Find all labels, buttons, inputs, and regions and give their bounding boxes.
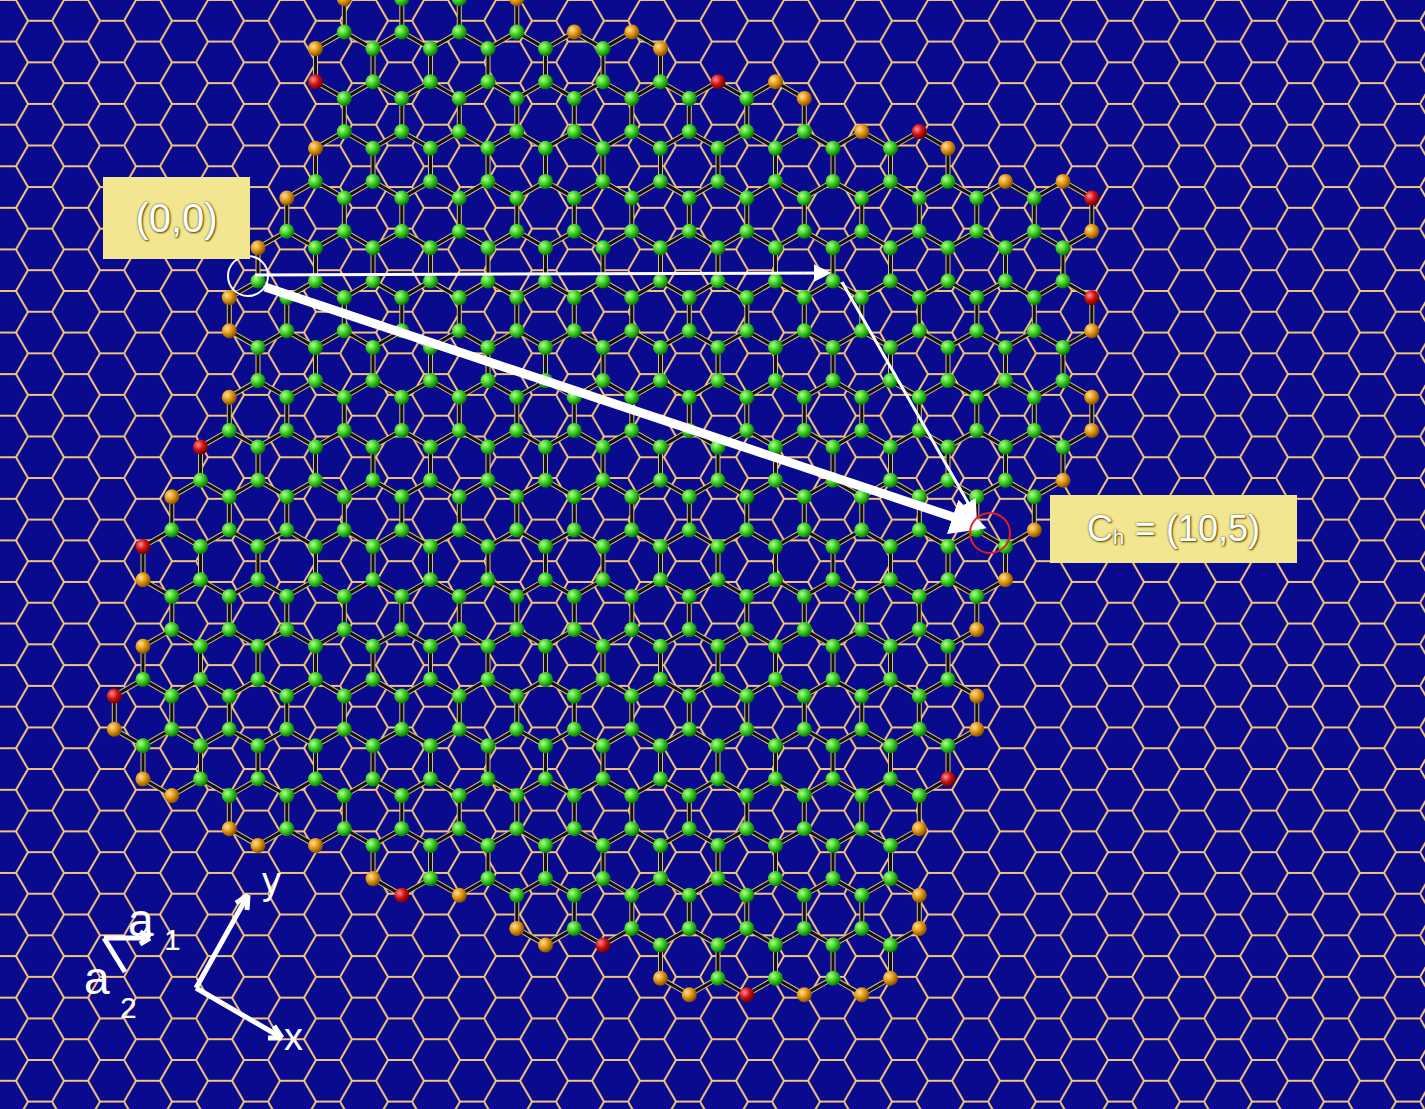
label-box: Ch = (10,5) xyxy=(1050,495,1297,563)
axis-label: x xyxy=(284,1018,303,1056)
label-box: (0,0) xyxy=(103,177,250,259)
vector-name: a xyxy=(128,897,154,943)
graphene-flake xyxy=(107,0,1100,1002)
vector-name: a xyxy=(84,955,110,1001)
chiral-subscript: h xyxy=(1113,526,1124,549)
atoms xyxy=(107,0,1100,1002)
chiral-vectors xyxy=(228,256,1010,553)
axis-label: y xyxy=(262,862,281,900)
chiral-symbol: C xyxy=(1087,508,1113,550)
bonds xyxy=(114,0,1092,995)
chiral-value: = (10,5) xyxy=(1135,508,1260,550)
vector-index: 1 xyxy=(164,925,181,955)
vector-index: 2 xyxy=(120,993,137,1023)
origin-label: (0,0) xyxy=(135,196,217,241)
axis-symbols xyxy=(104,895,282,1038)
